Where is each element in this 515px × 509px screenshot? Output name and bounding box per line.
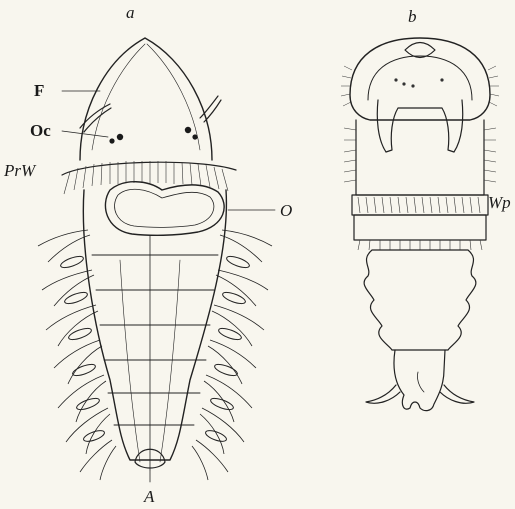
prothoracic-fringe — [62, 162, 236, 175]
panel-a-caption: a — [126, 4, 135, 21]
larva-a — [38, 38, 275, 482]
lateral-gills-right — [192, 230, 272, 480]
label-PrW: PrW — [4, 162, 35, 179]
ocellus-left — [117, 134, 123, 140]
tail-prong-left — [366, 385, 400, 403]
label-Wp: Wp — [488, 194, 511, 211]
head-capsule — [80, 38, 212, 160]
tail-prong-right — [440, 385, 474, 403]
label-O: O — [280, 202, 292, 219]
label-A: A — [144, 488, 154, 505]
label-Oc: Oc — [30, 122, 51, 139]
label-F: F — [34, 82, 44, 99]
wp-band — [352, 195, 488, 215]
ocellus-right — [185, 127, 191, 133]
abdomen-b — [364, 250, 476, 350]
panel-b-caption: b — [408, 8, 417, 25]
leader-Oc — [62, 131, 108, 137]
larva-b — [341, 38, 499, 411]
lateral-gills-left — [38, 230, 116, 480]
